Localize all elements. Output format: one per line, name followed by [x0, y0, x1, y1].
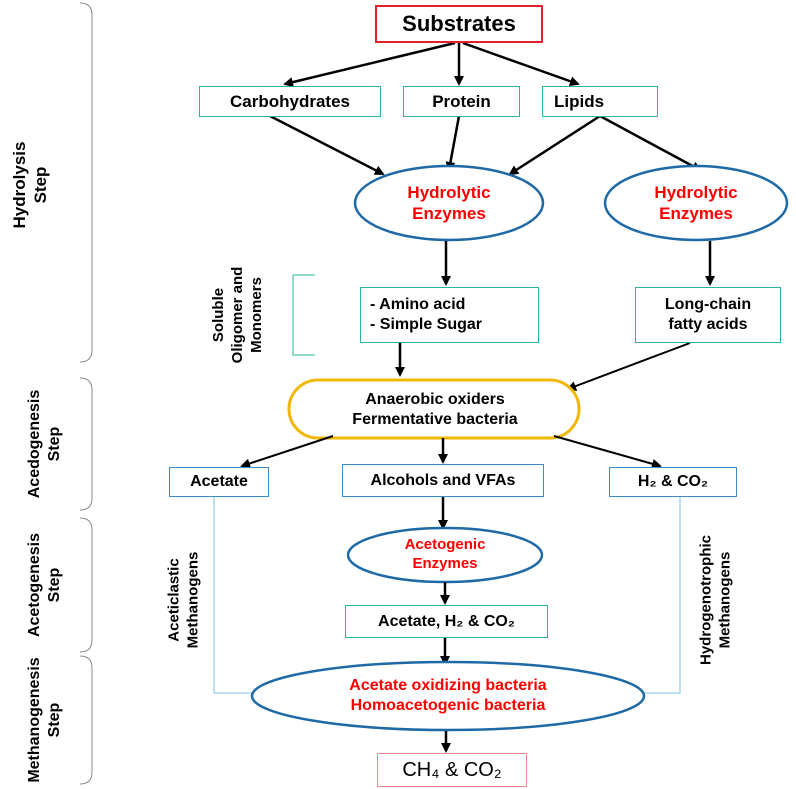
- hydrolysis-bracket: [79, 2, 93, 363]
- long-chain-fatty-acids-box: Long-chain fatty acids: [635, 287, 781, 343]
- fermentative-bacteria-label: Fermentative bacteria: [352, 411, 518, 428]
- simple-sugar-label: - Simple Sugar: [370, 316, 483, 333]
- acetogenesis-label-line2: Step: [46, 567, 63, 603]
- arrow-fermentative-acetate: [240, 435, 334, 469]
- aceticlastic-line: [213, 497, 256, 694]
- soluble-label-line2: Oligomer and: [228, 266, 246, 364]
- acetogenic-line2: Enzymes: [412, 555, 478, 572]
- oxidizing-bacteria-text: Acetate oxidizing bacteria Homoacetogeni…: [270, 673, 626, 719]
- acetate-oxidizing-label: Acetate oxidizing bacteria: [349, 677, 547, 694]
- hydrogenotrophic-methanogens-label: Hydrogenotrophic Methanogens: [697, 535, 735, 665]
- aceticlastic-line2: Methanogens: [184, 551, 201, 649]
- soluble-oligomer-label: Soluble Oligomer and Monomers: [210, 267, 266, 364]
- arrow-carbohydrates-enzyme: [269, 114, 385, 176]
- amino-acid-sugar-box: - Amino acid - Simple Sugar: [360, 287, 539, 343]
- acetogenesis-label-line1: Acetogenesis: [26, 532, 43, 638]
- acetogenesis-bracket: [79, 517, 93, 653]
- arrow-lipids-enzyme-right: [599, 114, 702, 172]
- hydrogenotrophic-line1: Hydrogenotrophic: [697, 535, 715, 665]
- fatty-acids-label: fatty acids: [668, 316, 748, 333]
- lipids-box: Lipids: [542, 86, 658, 117]
- hydrolysis-label-line2: Step: [31, 166, 50, 204]
- hydrolytic-enzymes-left-line1: Hydrolytic: [407, 182, 491, 202]
- hydrolytic-enzymes-ellipse-right: [603, 164, 789, 242]
- hydrolysis-step-label: Hydrolysis Step: [9, 142, 52, 229]
- hydrolytic-enzymes-right-line2: Enzymes: [659, 204, 733, 223]
- fermentative-bacteria-text: Anaerobic oxiders Fermentative bacteria: [295, 388, 575, 432]
- arrow-fermentative-h2co2: [553, 435, 662, 469]
- arrow-substrates-lipids: [462, 41, 580, 87]
- methanogenesis-label-line1: Methanogenesis: [26, 657, 43, 783]
- acetate-h2-co2-box: Acetate, H₂ & CO₂: [345, 605, 548, 638]
- acedogenesis-bracket: [79, 377, 93, 511]
- carbohydrates-box: Carbohydrates: [199, 86, 381, 117]
- amino-acid-label: - Amino acid: [370, 296, 466, 313]
- substrates-box: Substrates: [375, 5, 543, 43]
- aceticlastic-methanogens-label: Aceticlastic Methanogens: [165, 552, 203, 649]
- anaerobic-oxiders-label: Anaerobic oxiders: [365, 391, 505, 408]
- soluble-bracket: [292, 274, 315, 356]
- hydrolytic-enzymes-right: Hydrolytic Enzymes: [607, 180, 785, 226]
- arrow-lipids-enzyme-left: [508, 114, 601, 176]
- soluble-label-line3: Monomers: [247, 277, 265, 353]
- alcohols-vfas-box: Alcohols and VFAs: [342, 464, 544, 497]
- acedogenesis-step-label: Acedogenesis Step: [25, 390, 65, 498]
- acetate-box: Acetate: [169, 467, 269, 497]
- arrow-substrates-carbohydrates: [283, 41, 456, 87]
- arrow-protein-enzyme: [445, 115, 461, 172]
- acedogenesis-label-line1: Acedogenesis: [26, 389, 43, 499]
- methanogenesis-bracket: [79, 655, 93, 785]
- arrow-fattyacids-fermentative: [566, 342, 691, 391]
- hydrolytic-enzymes-left-line2: Enzymes: [412, 204, 486, 223]
- acedogenesis-label-line2: Step: [46, 426, 63, 462]
- h2-co2-box: H₂ & CO₂: [609, 467, 737, 497]
- acetogenic-enzymes-text: Acetogenic Enzymes: [355, 535, 535, 575]
- ch4-co2-box: CH₄ & CO₂: [377, 753, 527, 787]
- aceticlastic-line1: Aceticlastic: [165, 558, 183, 642]
- hydrogenotrophic-line: [642, 497, 681, 694]
- acetogenesis-step-label: Acetogenesis Step: [25, 533, 65, 637]
- homoacetogenic-label: Homoacetogenic bacteria: [350, 697, 546, 714]
- hydrolytic-enzymes-left: Hydrolytic Enzymes: [360, 180, 538, 226]
- methanogenesis-label-line2: Step: [46, 702, 63, 738]
- long-chain-label: Long-chain: [664, 296, 752, 313]
- protein-box: Protein: [403, 86, 520, 117]
- fermentative-bacteria-box: [287, 378, 581, 440]
- hydrolytic-enzymes-ellipse-left: [353, 164, 545, 242]
- hydrogenotrophic-line2: Methanogens: [716, 551, 733, 649]
- acetogenic-line1: Acetogenic: [404, 536, 486, 554]
- methanogenesis-step-label: Methanogenesis Step: [25, 657, 65, 782]
- hydrolysis-label-line1: Hydrolysis: [9, 141, 29, 229]
- hydrolytic-enzymes-right-line1: Hydrolytic: [654, 182, 738, 202]
- soluble-label-line1: Soluble: [209, 287, 227, 343]
- oxidizing-bacteria-ellipse: [250, 660, 646, 732]
